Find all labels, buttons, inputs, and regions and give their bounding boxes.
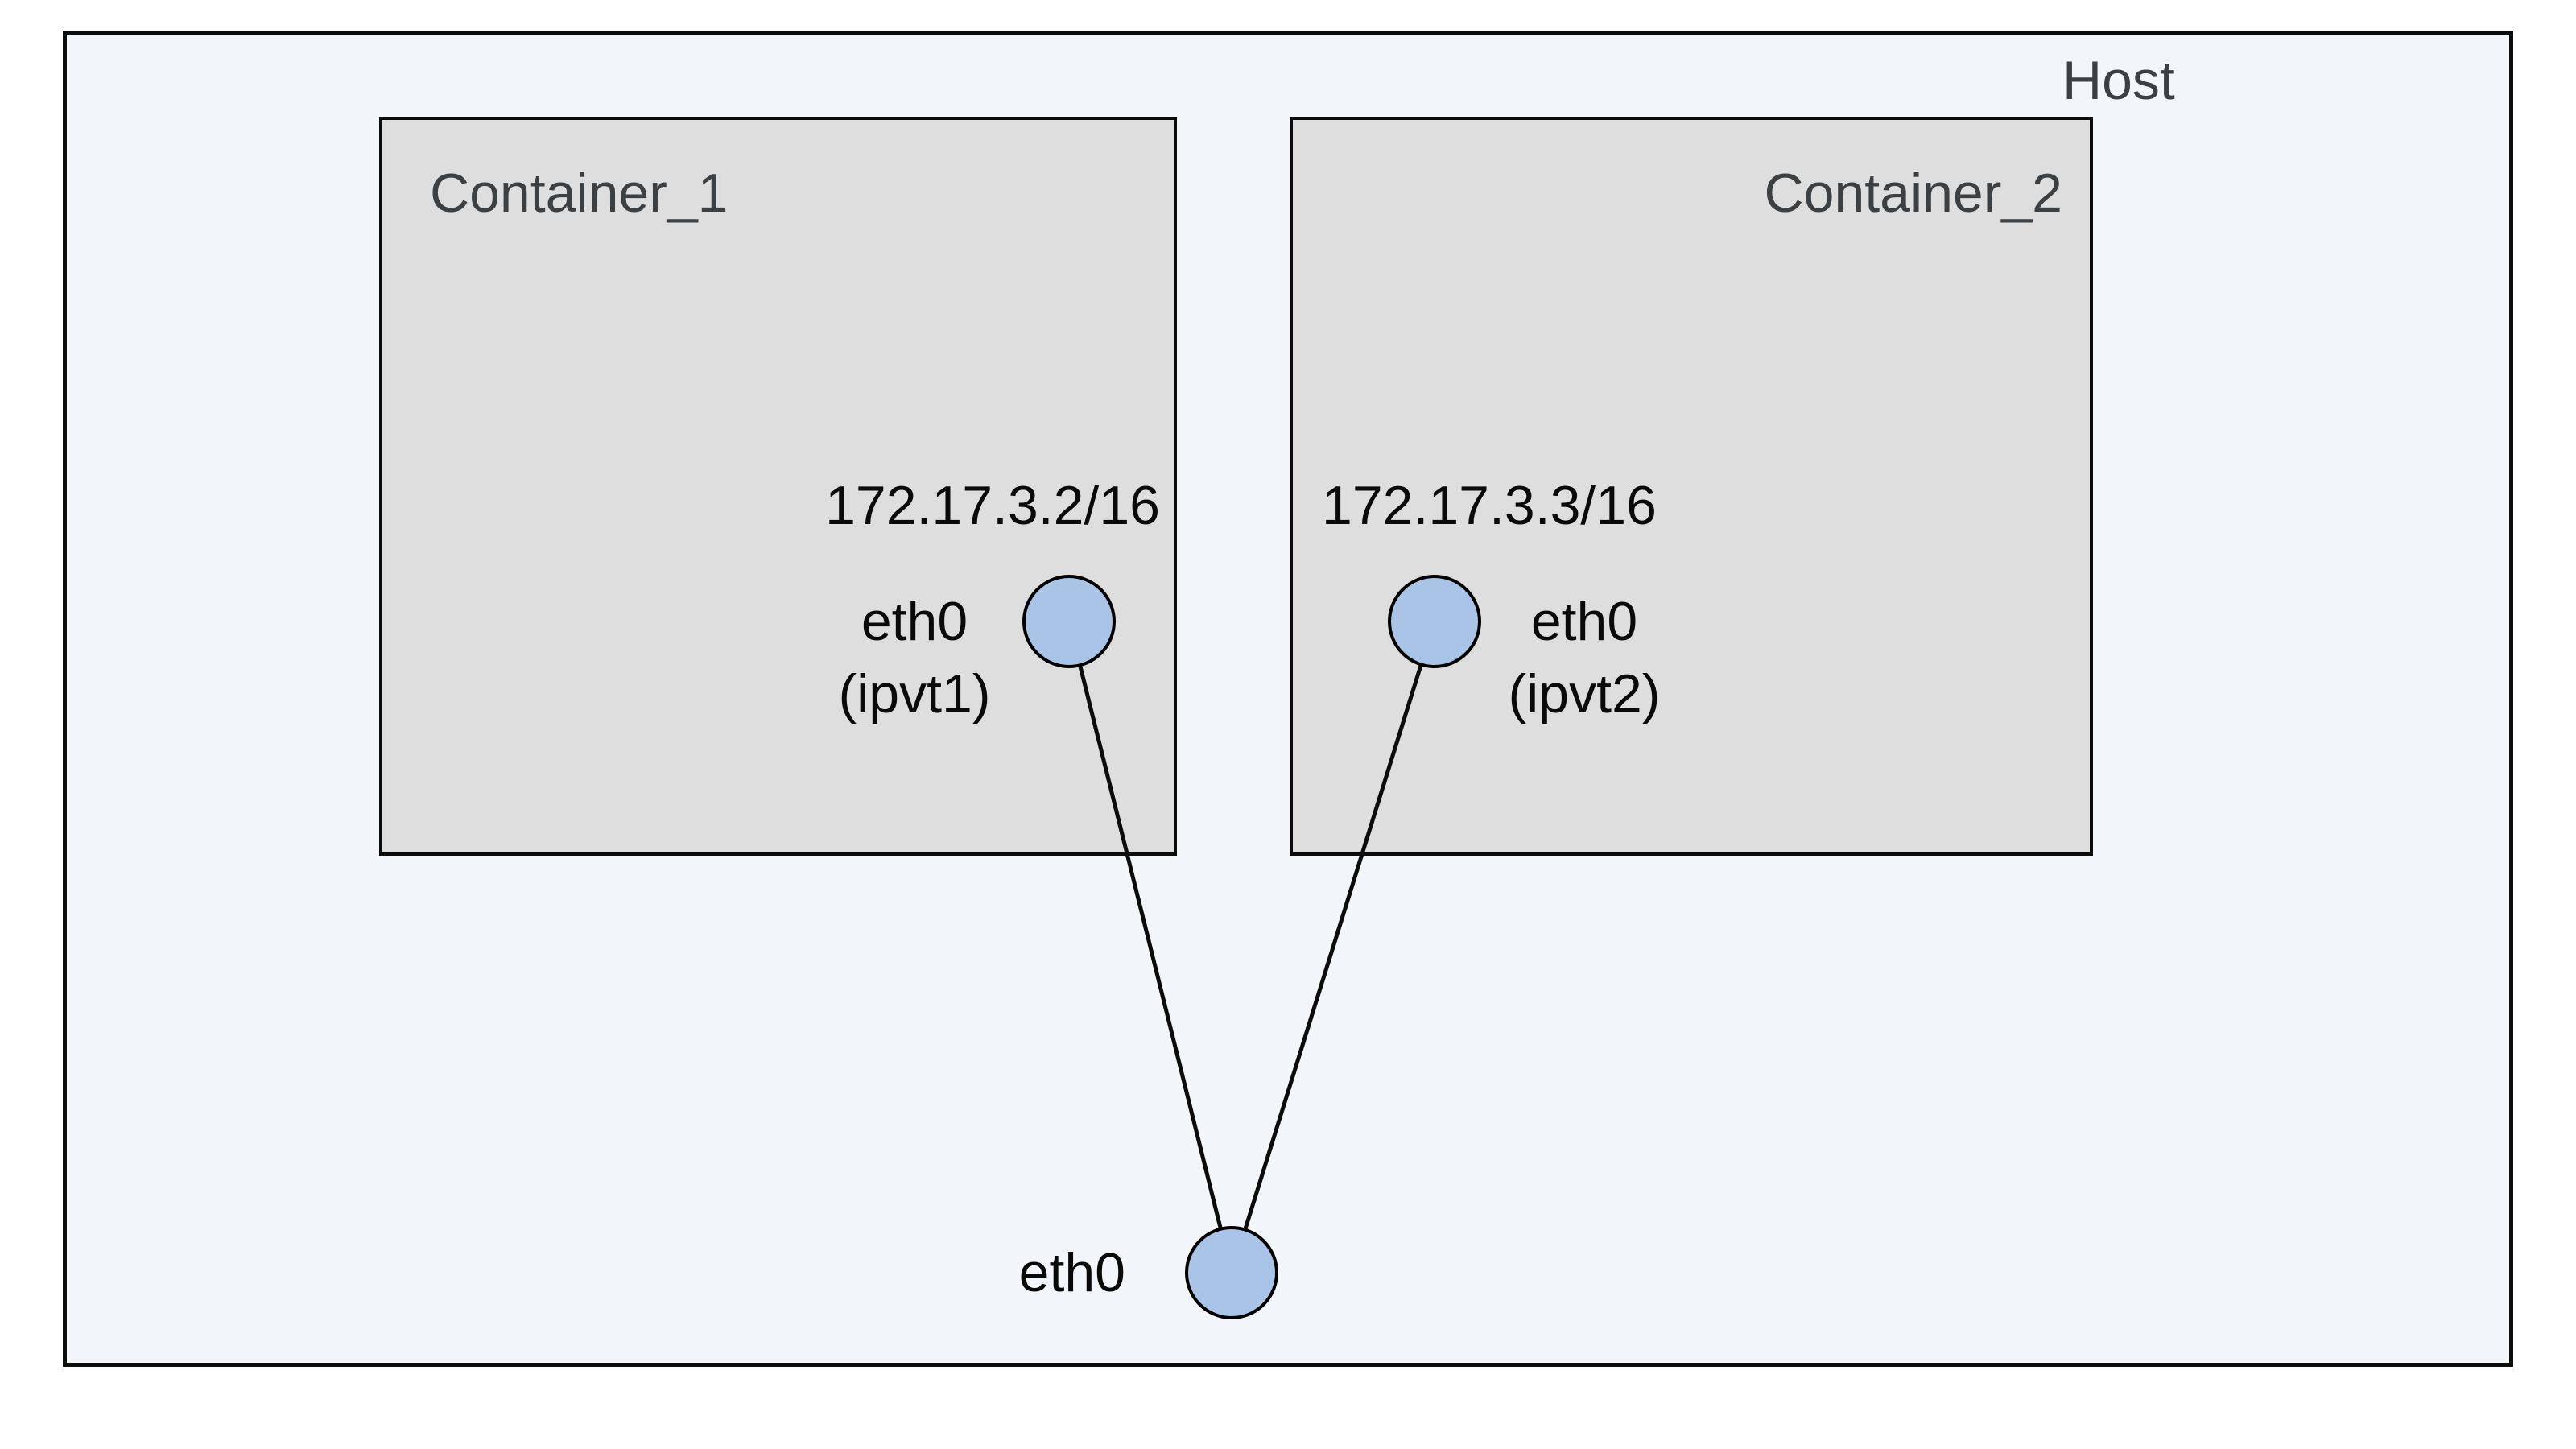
container-2-eth0-label: eth0 (ipvt2) (1509, 585, 1661, 730)
container-1-interface-alias: (ipvt1) (838, 663, 991, 724)
container-2-title: Container_2 (1764, 163, 2062, 224)
container-2-ip-label: 172.17.3.3/16 (1322, 475, 1657, 536)
container-1-interface-name: eth0 (861, 591, 968, 652)
host-label: Host (2062, 50, 2175, 111)
container-2-interface-alias: (ipvt2) (1508, 663, 1661, 724)
container-1-eth0-label: eth0 (ipvt1) (839, 585, 991, 730)
container-1-box (379, 117, 1177, 856)
host-eth0-label: eth0 (1018, 1242, 1125, 1303)
container-2-interface-name: eth0 (1530, 591, 1638, 652)
container-1-title: Container_1 (430, 163, 729, 224)
container-1-ip-label: 172.17.3.2/16 (825, 475, 1160, 536)
